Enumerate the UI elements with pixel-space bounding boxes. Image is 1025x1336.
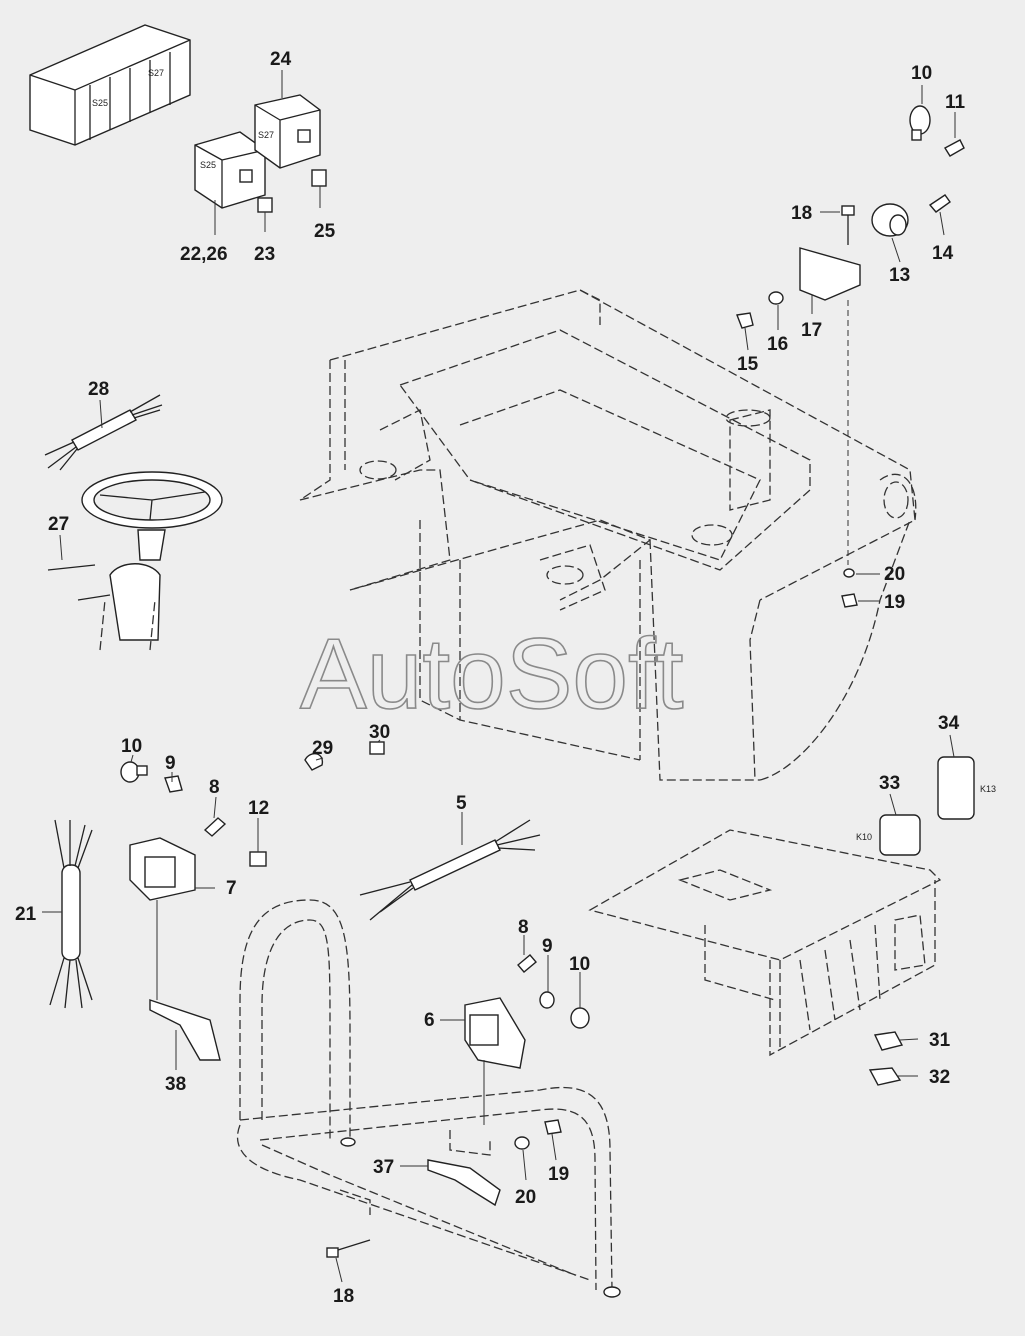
callout-13: 13	[889, 265, 910, 286]
callout-9-left: 9	[165, 753, 176, 774]
callout-30: 30	[369, 722, 390, 743]
bolt-18-lower	[326, 1239, 371, 1258]
bulb-10-top	[909, 105, 931, 141]
bulb-10-right	[570, 1007, 590, 1029]
rocker-switch-22-26: S25	[194, 131, 266, 209]
callout-27: 27	[48, 514, 69, 535]
callout-5: 5	[456, 793, 467, 814]
callout-28: 28	[88, 379, 109, 400]
nut-15	[736, 312, 754, 329]
relay-33: K10	[856, 814, 921, 856]
fuse-32	[868, 1067, 902, 1086]
bulb-9-right	[539, 991, 555, 1009]
callout-14: 14	[932, 243, 954, 264]
bracket-38	[149, 999, 221, 1061]
callout-15: 15	[737, 354, 759, 375]
bracket-17	[799, 247, 861, 301]
bolt-18-top	[841, 205, 855, 245]
autosoft-watermark: AutoSoft	[300, 618, 684, 730]
steering-assembly	[47, 471, 223, 651]
bulb-11	[944, 139, 965, 157]
nut-19-lower	[544, 1119, 562, 1135]
relay-34: K13	[937, 756, 996, 820]
bulb-8-right	[517, 954, 537, 973]
callout-17: 17	[801, 320, 822, 341]
harness-28	[44, 394, 163, 471]
control-panel-plate	[588, 829, 942, 1057]
relay-33-label: K10	[856, 832, 872, 842]
bulb-8-left	[203, 817, 227, 837]
bulb-9-left	[164, 775, 183, 793]
callout-10-top: 10	[911, 63, 932, 84]
leader-lines	[42, 70, 956, 1283]
bulb-10-left	[120, 761, 148, 783]
harness-21	[49, 819, 93, 1009]
callout-25: 25	[314, 221, 336, 242]
callout-12: 12	[248, 798, 269, 819]
switch-24-label: S27	[258, 130, 274, 140]
nut-19-upper	[841, 593, 858, 608]
callout-16: 16	[767, 334, 788, 355]
switch-panel-label-s25: S25	[92, 98, 108, 108]
rocker-switch-24: S27	[254, 94, 321, 169]
callout-23: 23	[254, 244, 275, 265]
work-lamp-7	[129, 837, 196, 901]
bumper-frame	[236, 899, 621, 1298]
harness-5	[359, 819, 541, 921]
callout-19-lower: 19	[548, 1164, 569, 1185]
switch-22-26-label: S25	[200, 160, 216, 170]
callout-31: 31	[929, 1030, 951, 1051]
callout-18-lower: 18	[333, 1286, 354, 1307]
fuse-31	[873, 1031, 904, 1051]
callout-8-left: 8	[209, 777, 220, 798]
washer-16	[768, 291, 784, 305]
callout-29: 29	[312, 738, 333, 759]
bracket-37	[427, 1159, 501, 1207]
socket-12	[249, 851, 267, 867]
callout-38: 38	[165, 1074, 186, 1095]
callout-24: 24	[270, 49, 292, 70]
switch-panel-label-s27: S27	[148, 68, 164, 78]
clip-30	[369, 741, 385, 755]
callout-10-right: 10	[569, 954, 590, 975]
work-lamp-6	[464, 997, 526, 1069]
switch-symbol-23	[257, 197, 273, 213]
callout-8-right: 8	[518, 917, 529, 938]
callout-33: 33	[879, 773, 900, 794]
clip-29	[304, 753, 324, 771]
callout-numbers: 24 22,26 23 25 10 11 18 13 14 17 16 15 2…	[15, 49, 966, 1307]
washer-20-lower	[514, 1136, 530, 1150]
callout-10-left: 10	[121, 736, 142, 757]
callout-18-top: 18	[791, 203, 812, 224]
relay-34-label: K13	[980, 784, 996, 794]
callout-11: 11	[945, 92, 966, 113]
cab-frame	[299, 289, 917, 781]
washer-20-upper	[843, 568, 855, 578]
callout-7: 7	[226, 878, 237, 899]
knob-13	[871, 203, 909, 237]
callout-9-right: 9	[542, 936, 553, 957]
callout-32: 32	[929, 1067, 950, 1088]
screw-14	[928, 194, 951, 213]
callout-20-upper: 20	[884, 564, 905, 585]
callout-22-26: 22,26	[180, 244, 228, 265]
switch-symbol-25	[311, 169, 327, 187]
switch-panel-s25-s27: S25 S27	[29, 24, 191, 146]
callout-20-lower: 20	[515, 1187, 536, 1208]
callout-34: 34	[938, 713, 960, 734]
callout-37: 37	[373, 1157, 394, 1178]
callout-19-upper: 19	[884, 592, 905, 613]
callout-21: 21	[15, 904, 37, 925]
callout-6: 6	[424, 1010, 435, 1031]
